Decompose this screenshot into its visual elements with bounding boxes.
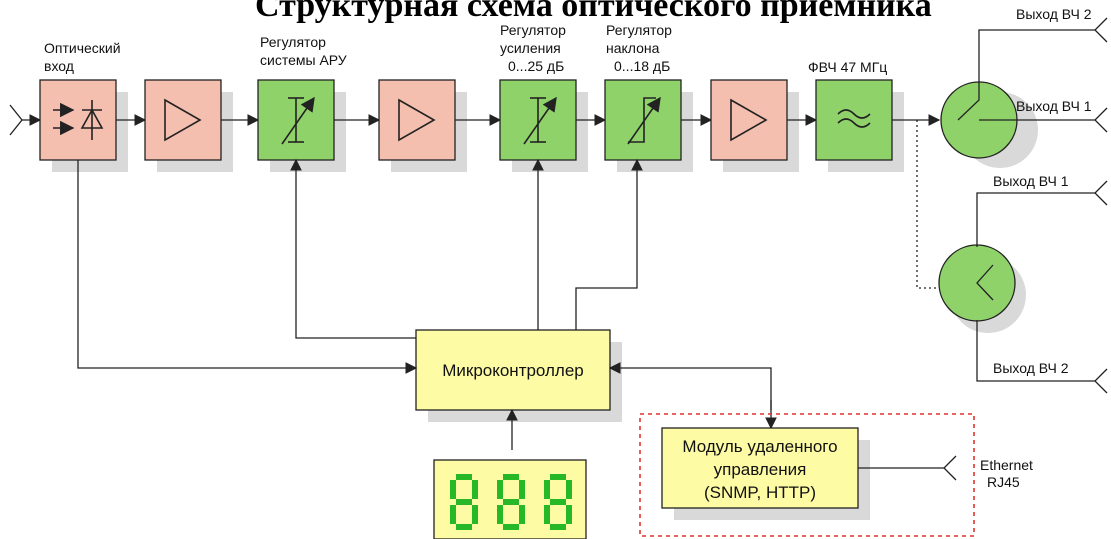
digit-3-segment xyxy=(566,480,572,499)
microcontroller-label: Микроконтроллер xyxy=(442,361,584,380)
digit-1-segment xyxy=(456,499,472,505)
amplifier-triangle-icon xyxy=(398,98,436,142)
rf-splitter-icon xyxy=(976,192,1095,382)
rf-out2-top-label: Выход ВЧ 2 xyxy=(1016,6,1092,22)
photodiode-icon xyxy=(53,100,104,140)
tilt-label-2: наклона xyxy=(606,40,660,56)
remote-module-boundary xyxy=(639,413,975,537)
antenna-connector-icon xyxy=(1094,17,1108,43)
gain-range-label: 0...25 дБ xyxy=(508,58,564,74)
photodetector-block xyxy=(39,79,117,161)
antenna-connector-icon xyxy=(1094,180,1108,206)
digit-1-segment xyxy=(450,480,456,499)
digit-3-segment xyxy=(550,474,566,480)
tilt-range-label: 0...18 дБ xyxy=(614,58,670,74)
digit-3-segment xyxy=(550,499,566,505)
rf-out1-bottom-label: Выход ВЧ 1 xyxy=(993,173,1069,189)
tilt-regulator-icon xyxy=(627,96,661,145)
amplifier-triangle-icon xyxy=(730,98,768,142)
alt-output-dotted-link xyxy=(916,120,947,289)
rf-splitter-icon xyxy=(957,29,1095,121)
seven-segment-display-icon xyxy=(433,459,587,539)
rf-out2-bottom-label: Выход ВЧ 2 xyxy=(993,360,1069,376)
digit-1-segment xyxy=(450,505,456,524)
highpass-filter-block xyxy=(815,79,893,161)
digit-2-segment xyxy=(519,480,525,499)
ethernet-label-2: RJ45 xyxy=(987,474,1020,490)
optical-input-label: Оптический xyxy=(44,40,121,56)
amplifier-block-2 xyxy=(378,79,456,161)
amplifier-triangle-icon xyxy=(164,98,202,142)
tilt-label: Регулятор xyxy=(606,22,672,38)
remote-module-label: Модуль удаленного xyxy=(682,437,837,456)
digit-1-segment xyxy=(472,480,478,499)
amplifier-block-1 xyxy=(144,79,222,161)
variable-attenuator-icon xyxy=(281,96,315,145)
gain-label: Регулятор xyxy=(500,22,566,38)
digit-3-segment xyxy=(566,505,572,524)
agc-label-2: системы АРУ xyxy=(260,52,347,68)
antenna-connector-icon xyxy=(1094,107,1108,133)
digit-2-segment xyxy=(497,480,503,499)
digit-2-segment xyxy=(497,505,503,524)
diagram-title: Структурная схема оптического приемника xyxy=(255,0,932,24)
amplifier-block-3 xyxy=(710,79,788,161)
digit-1-segment xyxy=(472,505,478,524)
gain-label-2: усиления xyxy=(500,40,561,56)
hpf-label: ФВЧ 47 МГц xyxy=(808,59,887,75)
rf-out1-top-label: Выход ВЧ 1 xyxy=(1016,98,1092,114)
digit-2-segment xyxy=(503,524,519,530)
tilt-regulator-block xyxy=(604,79,682,161)
digit-2-segment xyxy=(503,499,519,505)
digit-2-segment xyxy=(519,505,525,524)
remote-module-label-3: (SNMP, HTTP) xyxy=(704,483,816,502)
optical-input-connector-icon xyxy=(9,104,23,136)
optical-input-label-2: вход xyxy=(44,58,74,74)
rf-splitter-bottom xyxy=(938,192,1095,382)
variable-attenuator-icon xyxy=(523,96,557,145)
rf-splitter-top xyxy=(940,29,1095,159)
remote-module-block: Модуль удаленного управления (SNMP, HTTP… xyxy=(661,427,859,509)
ethernet-label: Ethernet xyxy=(980,457,1033,473)
digit-3-segment xyxy=(544,480,550,499)
agc-regulator-block xyxy=(257,79,335,161)
digit-3-segment xyxy=(550,524,566,530)
microcontroller-block: Микроконтроллер xyxy=(415,329,611,411)
gain-regulator-block xyxy=(499,79,577,161)
agc-label: Регулятор xyxy=(260,34,326,50)
digit-2-segment xyxy=(503,474,519,480)
antenna-connector-icon xyxy=(1094,368,1108,394)
digit-1-segment xyxy=(456,524,472,530)
digit-1-segment xyxy=(456,474,472,480)
ethernet-connector-icon xyxy=(943,455,957,481)
remote-module-label-2: управления xyxy=(714,460,807,479)
digit-3-segment xyxy=(544,505,550,524)
highpass-filter-icon xyxy=(837,109,871,128)
